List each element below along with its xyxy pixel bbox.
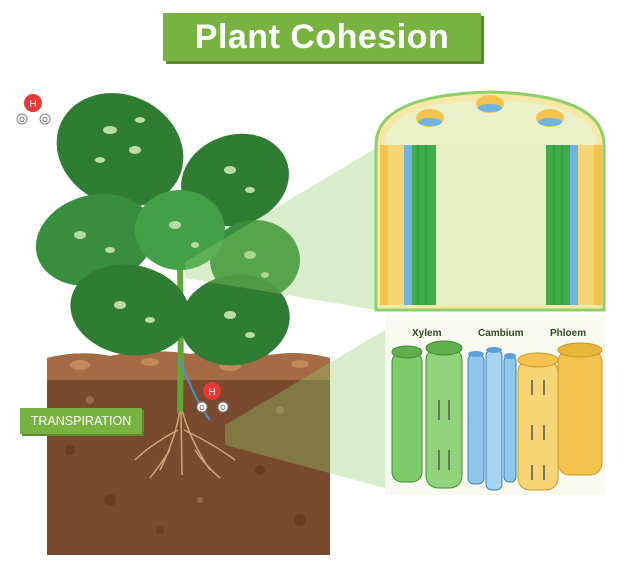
vascular-tissue-panel: Xylem Cambium Phloem	[385, 315, 605, 495]
cambium-tubes	[467, 347, 517, 491]
stem-cross-section	[374, 90, 606, 312]
xylem-tubes	[391, 340, 463, 489]
page-title: Plant Cohesion	[194, 17, 450, 56]
svg-text:O: O	[199, 405, 205, 412]
svg-text:O: O	[220, 405, 226, 412]
svg-text:H: H	[208, 387, 215, 398]
cambium-label: Cambium	[478, 328, 524, 339]
water-molecule-icon: H O O	[16, 94, 51, 125]
svg-text:O: O	[19, 117, 25, 124]
title-banner: Plant Cohesion	[163, 13, 481, 61]
roots	[134, 409, 236, 479]
phloem-tubes	[517, 342, 603, 491]
zoom-beam-stem	[185, 148, 376, 310]
svg-text:H: H	[29, 99, 36, 110]
phloem-label: Phloem	[550, 328, 586, 339]
plant-leaves	[35, 93, 300, 366]
soil-block	[47, 351, 330, 555]
transpiration-banner: TRANSPIRATION	[20, 408, 142, 434]
water-molecule-soil-icon: H O O	[196, 382, 229, 413]
transpiration-label: TRANSPIRATION	[30, 414, 132, 428]
water-path	[179, 359, 211, 421]
xylem-label: Xylem	[412, 328, 442, 339]
svg-text:O: O	[42, 117, 48, 124]
zoom-beam-root	[225, 330, 385, 488]
